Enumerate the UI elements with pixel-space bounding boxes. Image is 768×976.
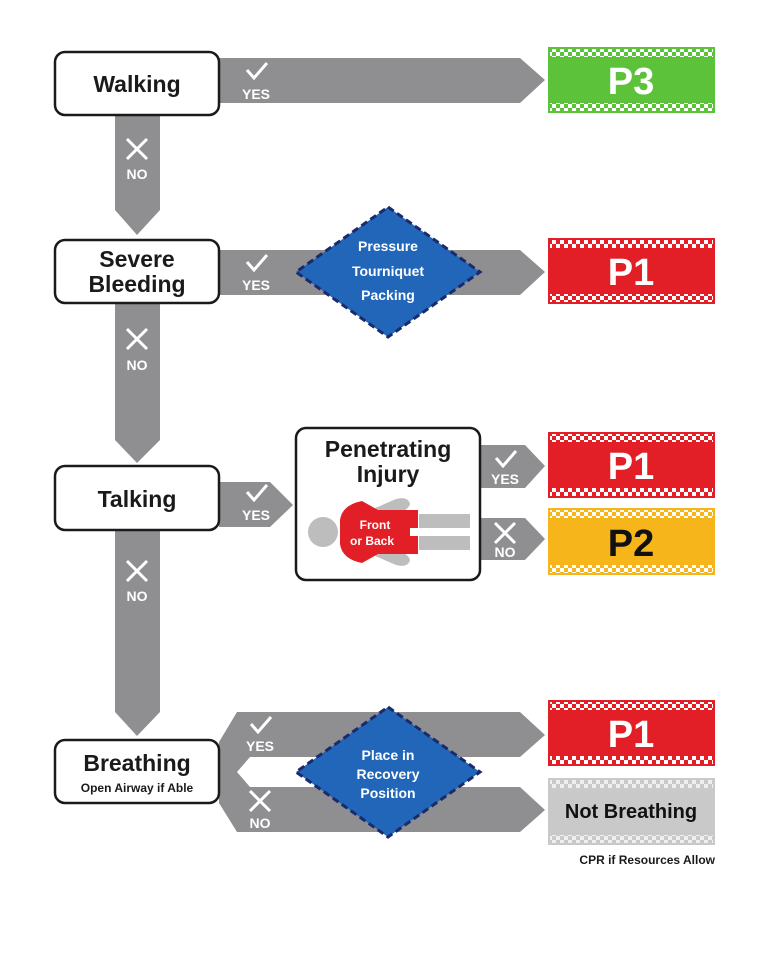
action-line-3: Position bbox=[360, 785, 415, 801]
priority-label: P3 bbox=[608, 61, 654, 103]
figure-label-1: Front bbox=[360, 518, 391, 532]
talking-box: Talking bbox=[53, 464, 221, 532]
walking-no-label: NO bbox=[127, 166, 148, 182]
cpr-note: CPR if Resources Allow bbox=[579, 853, 715, 867]
walking-title: Walking bbox=[93, 71, 180, 97]
talking-yes-label: YES bbox=[242, 507, 270, 523]
body-figure-icon: Front or Back bbox=[308, 498, 470, 566]
priority-p1-bleeding-box: P1 bbox=[548, 238, 715, 304]
penetrating-box: Penetrating Injury Front or Back bbox=[294, 426, 482, 582]
talking-yes-arrow bbox=[219, 482, 293, 527]
figure-label-2: or Back bbox=[350, 534, 394, 548]
breathing-title: Breathing bbox=[83, 750, 190, 776]
breathing-box: Breathing Open Airway if Able bbox=[53, 738, 221, 805]
penetrating-title-2: Injury bbox=[357, 461, 420, 487]
priority-p1-penetrating-box: P1 bbox=[548, 432, 715, 498]
talking-title: Talking bbox=[98, 486, 177, 512]
not-breathing-box: Not Breathing bbox=[548, 778, 715, 845]
bleeding-title-2: Bleeding bbox=[88, 271, 185, 297]
breathing-arrows bbox=[219, 712, 545, 832]
breathing-subtitle: Open Airway if Able bbox=[81, 781, 194, 795]
priority-p1-breathing-box: P1 bbox=[548, 700, 715, 766]
penetrating-yes-label: YES bbox=[491, 471, 519, 487]
action-packing: Packing bbox=[361, 287, 415, 303]
priority-label: Not Breathing bbox=[565, 801, 697, 823]
priority-p3-box: P3 bbox=[548, 47, 715, 113]
penetrating-yes-arrow bbox=[480, 445, 545, 488]
bleeding-no-arrow bbox=[115, 303, 160, 463]
bleeding-action-diamond: Pressure Tourniquet Packing bbox=[293, 205, 483, 339]
breathing-yes-label: YES bbox=[246, 738, 274, 754]
walking-no-arrow bbox=[115, 115, 160, 235]
penetrating-no-label: NO bbox=[495, 544, 516, 560]
talking-no-label: NO bbox=[127, 588, 148, 604]
priority-label: P1 bbox=[608, 252, 654, 294]
bleeding-box: Severe Bleeding bbox=[53, 238, 221, 305]
priority-label: P2 bbox=[608, 523, 654, 565]
action-line-1: Place in bbox=[362, 747, 415, 763]
breathing-action-diamond: Place in Recovery Position bbox=[293, 705, 483, 839]
breathing-no-label: NO bbox=[250, 815, 271, 831]
talking-no-arrow bbox=[115, 530, 160, 736]
priority-label: P1 bbox=[608, 446, 654, 488]
action-pressure: Pressure bbox=[358, 238, 418, 254]
action-tourniquet: Tourniquet bbox=[352, 263, 424, 279]
bleeding-yes-label: YES bbox=[242, 277, 270, 293]
walking-box: Walking bbox=[53, 50, 221, 117]
walking-yes-arrow bbox=[219, 58, 545, 103]
priority-label: P1 bbox=[608, 714, 654, 756]
action-line-2: Recovery bbox=[356, 766, 419, 782]
bleeding-title-1: Severe bbox=[99, 246, 174, 272]
priority-p2-box: P2 bbox=[548, 508, 715, 575]
penetrating-title-1: Penetrating bbox=[325, 436, 452, 462]
bleeding-no-label: NO bbox=[127, 357, 148, 373]
walking-yes-label: YES bbox=[242, 86, 270, 102]
